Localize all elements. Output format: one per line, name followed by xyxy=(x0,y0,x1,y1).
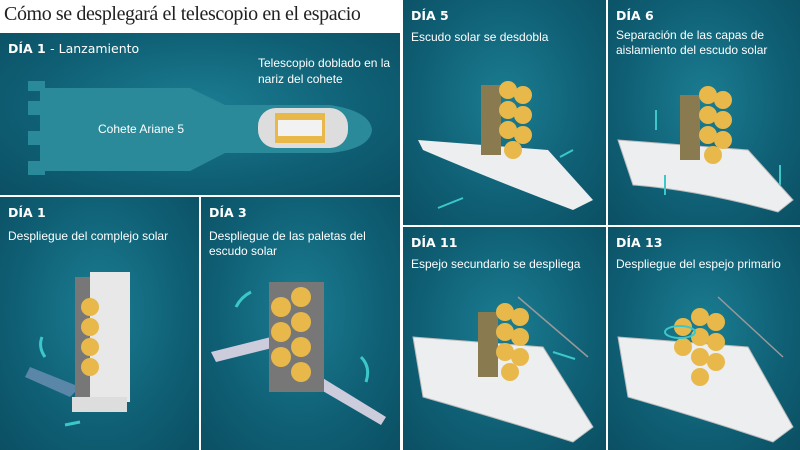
telescope-illustration xyxy=(617,296,794,443)
panel-day1-solar: DÍA 1 Despliegue del complejo solar xyxy=(0,197,199,450)
panel-desc: Despliegue del complejo solar xyxy=(8,229,169,243)
telescope-illustration xyxy=(617,86,794,213)
panel-day5: DÍA 5 Escudo solar se desdobla xyxy=(403,0,606,225)
panel-day: DÍA 1 - Lanzamiento xyxy=(8,41,140,56)
telescope-illustration xyxy=(412,296,594,443)
telescope-illustration xyxy=(25,272,130,427)
panel-desc: Espejo secundario se despliega xyxy=(411,257,581,271)
panel-desc: Despliegue del espejo primario xyxy=(616,257,781,271)
rocket-illustration xyxy=(28,81,372,175)
panel-day: DÍA 11 xyxy=(411,235,458,250)
panel-day6: DÍA 6 Separación de las capas de aislami… xyxy=(608,0,800,225)
panel-day11: DÍA 11 Espejo secundario se despliega xyxy=(403,227,606,450)
page-title: Cómo se desplegará el telescopio en el e… xyxy=(4,3,361,26)
panel-desc: Separación de las capas de aislamiento d… xyxy=(616,28,768,57)
panel-day: DÍA 5 xyxy=(411,8,449,23)
panel-day3: DÍA 3 Despliegue de las paletas del escu… xyxy=(201,197,400,450)
telescope-illustration xyxy=(211,282,386,425)
nose-label: Telescopio doblado en la nariz del cohet… xyxy=(258,56,391,86)
telescope-illustration xyxy=(418,81,593,210)
panel-day: DÍA 13 xyxy=(616,235,663,250)
panel-day: DÍA 3 xyxy=(209,205,247,220)
panel-day1-launch: DÍA 1 - Lanzamiento Cohete Ariane 5 Tele… xyxy=(0,33,400,195)
panel-desc: Escudo solar se desdobla xyxy=(411,30,549,44)
rocket-label: Cohete Ariane 5 xyxy=(98,122,185,136)
panel-day: DÍA 6 xyxy=(616,8,654,23)
panel-day13: DÍA 13 Despliegue del espejo primario xyxy=(608,227,800,450)
panel-desc: Despliegue de las paletas del escudo sol… xyxy=(209,229,366,258)
panel-day: DÍA 1 xyxy=(8,205,46,220)
